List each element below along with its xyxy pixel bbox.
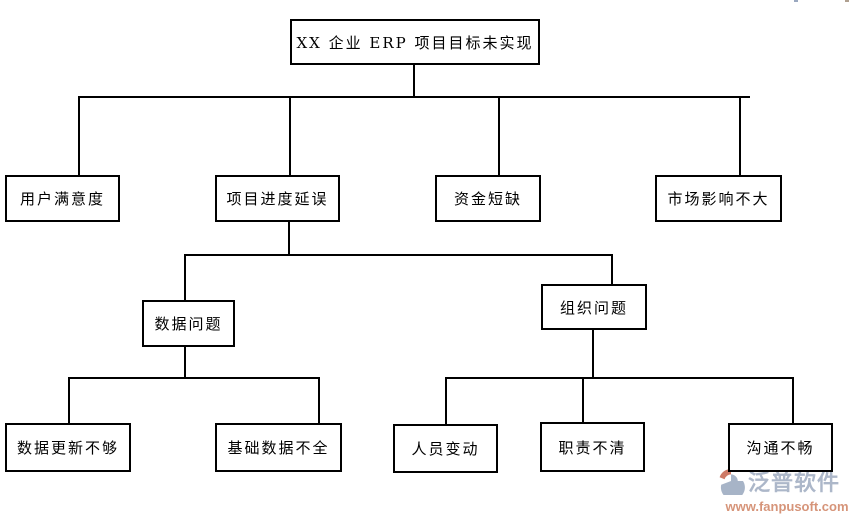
connector-line bbox=[68, 377, 70, 423]
connector-line bbox=[68, 377, 320, 379]
connector-line bbox=[611, 254, 613, 284]
connector-line bbox=[498, 96, 500, 175]
connector-line bbox=[582, 377, 584, 422]
diagram-node-n223: 沟通不畅 bbox=[728, 423, 833, 472]
diagram-node-n212: 基础数据不全 bbox=[215, 423, 342, 472]
diagram-node-n211: 数据更新不够 bbox=[5, 423, 131, 472]
connector-line bbox=[445, 377, 793, 379]
watermark-brand-text: 泛普软件 bbox=[748, 469, 841, 496]
connector-line bbox=[78, 96, 750, 98]
connector-line bbox=[289, 96, 291, 175]
connector-line bbox=[592, 330, 594, 377]
diagram-node-n2: 项目进度延误 bbox=[215, 175, 340, 222]
diagram-node-n222: 职责不清 bbox=[540, 422, 645, 472]
connector-line bbox=[184, 347, 186, 377]
diagram-node-root: XX 企业 ERP 项目目标未实现 bbox=[290, 19, 540, 65]
diagram-node-n4: 市场影响不大 bbox=[655, 175, 782, 222]
diagram-node-n3: 资金短缺 bbox=[435, 175, 541, 222]
connector-line bbox=[78, 96, 80, 175]
watermark: 泛普软件 www.fanpusoft.com bbox=[717, 467, 857, 513]
diagram-node-n21: 数据问题 bbox=[142, 300, 235, 347]
connector-line bbox=[739, 96, 741, 175]
connector-line bbox=[184, 254, 186, 300]
diagram-node-n22: 组织问题 bbox=[541, 284, 647, 330]
cropped-text-artifact bbox=[845, 0, 849, 2]
connector-line bbox=[445, 377, 447, 424]
connector-line bbox=[318, 377, 320, 423]
diagram-node-n1: 用户满意度 bbox=[5, 175, 120, 222]
diagram-node-n221: 人员变动 bbox=[393, 424, 498, 473]
connector-line bbox=[184, 254, 613, 256]
watermark-url[interactable]: www.fanpusoft.com bbox=[725, 499, 849, 514]
connector-line bbox=[792, 377, 794, 423]
connector-line bbox=[413, 65, 415, 96]
cropped-text-artifact bbox=[794, 0, 798, 2]
connector-line bbox=[288, 222, 290, 254]
